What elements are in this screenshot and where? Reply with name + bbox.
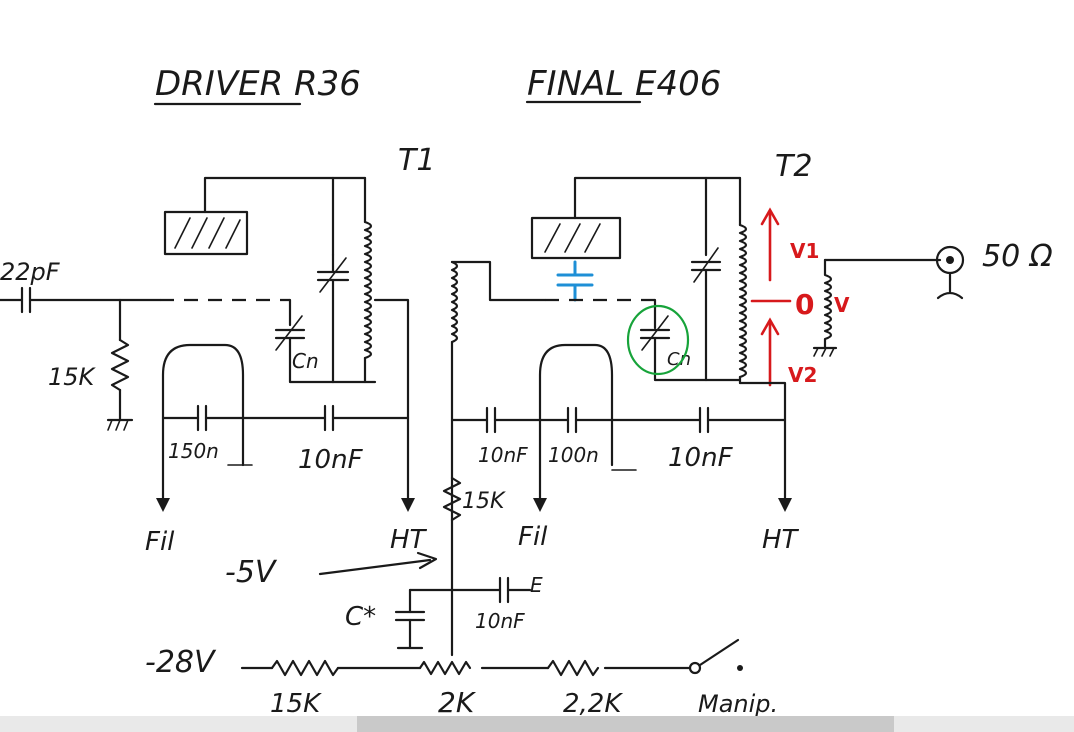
- horizontal-scrollbar[interactable]: [0, 716, 1074, 732]
- driver-ht-label: HT: [390, 525, 428, 555]
- svg-text:-5V: -5V: [225, 555, 278, 590]
- svg-text:15K: 15K: [270, 689, 322, 719]
- grid-resistor-15k: 15K: [48, 298, 134, 431]
- svg-text:100n: 100n: [548, 443, 599, 467]
- cap-10nf-final-2: 10nF: [668, 406, 734, 473]
- t1-coil: [331, 176, 373, 384]
- svg-text:50 Ω: 50 Ω: [982, 239, 1053, 274]
- svg-text:22pF: 22pF: [0, 258, 61, 286]
- svg-text:C*: C*: [345, 602, 376, 632]
- svg-text:2,2K: 2,2K: [563, 689, 623, 719]
- driver-title: DRIVER R36: [153, 64, 361, 106]
- svg-text:V: V: [834, 293, 850, 317]
- svg-text:FINAL E406: FINAL E406: [527, 64, 721, 104]
- svg-text:10nF: 10nF: [475, 609, 525, 633]
- svg-text:DRIVER R36: DRIVER R36: [155, 64, 361, 104]
- t2-tank: [690, 176, 748, 385]
- svg-text:E: E: [530, 573, 543, 597]
- t1-tank-capacitor: [316, 253, 377, 384]
- final-cn-trimmer: Cn: [626, 298, 742, 382]
- cap-10nf-driver: 10nF: [298, 404, 364, 475]
- input-capacitor-22pf: 22pF: [0, 258, 162, 314]
- minus-5v-label: -5V: [225, 551, 438, 590]
- t2-label: T2: [775, 149, 812, 184]
- final-ht-label: HT: [762, 525, 800, 555]
- svg-text:Cn: Cn: [667, 349, 691, 370]
- cap-150n: 150n: [168, 404, 219, 463]
- t1-label: T1: [398, 143, 435, 178]
- cap-100n-final: 100n: [548, 406, 599, 467]
- svg-text:0: 0: [795, 288, 814, 321]
- cap-10nf-final-1: 10nF: [478, 406, 528, 467]
- output-link-coil: [812, 258, 942, 357]
- svg-text:Cn: Cn: [292, 349, 319, 373]
- svg-text:150n: 150n: [168, 439, 219, 463]
- svg-text:15K: 15K: [48, 363, 97, 391]
- bias-resistor-15k: 15K: [442, 476, 506, 522]
- svg-text:10nF: 10nF: [668, 443, 734, 473]
- svg-text:10nF: 10nF: [478, 443, 528, 467]
- scrollbar-thumb[interactable]: [357, 716, 894, 732]
- cx-capacitor: C*: [345, 588, 426, 650]
- final-fil-label: Fil: [518, 522, 548, 552]
- svg-text:V2: V2: [788, 363, 817, 387]
- bottom-bias-chain: -28V 15K 2K 2,2K Manip.: [145, 638, 778, 719]
- antenna-connector: 50 Ω: [935, 239, 1053, 300]
- driver-cn-trimmer: Cn: [274, 315, 335, 384]
- svg-text:V1: V1: [790, 239, 819, 263]
- driver-fil-label: Fil: [145, 527, 175, 557]
- final-tube-block: [530, 216, 622, 260]
- svg-text:2K: 2K: [438, 686, 477, 719]
- final-title: FINAL E406: [525, 64, 721, 104]
- red-voltage-annotations: V1 0 V V2: [750, 207, 850, 387]
- svg-text:-28V: -28V: [145, 645, 217, 680]
- svg-text:15K: 15K: [462, 489, 506, 514]
- svg-text:Manip.: Manip.: [698, 690, 778, 718]
- interstage-coil: [450, 260, 547, 657]
- blue-annotation-capacitor: [556, 260, 594, 302]
- cap-10nf-bias: E 10nF: [475, 573, 543, 633]
- driver-tube-block: [163, 210, 249, 256]
- svg-text:10nF: 10nF: [298, 445, 364, 475]
